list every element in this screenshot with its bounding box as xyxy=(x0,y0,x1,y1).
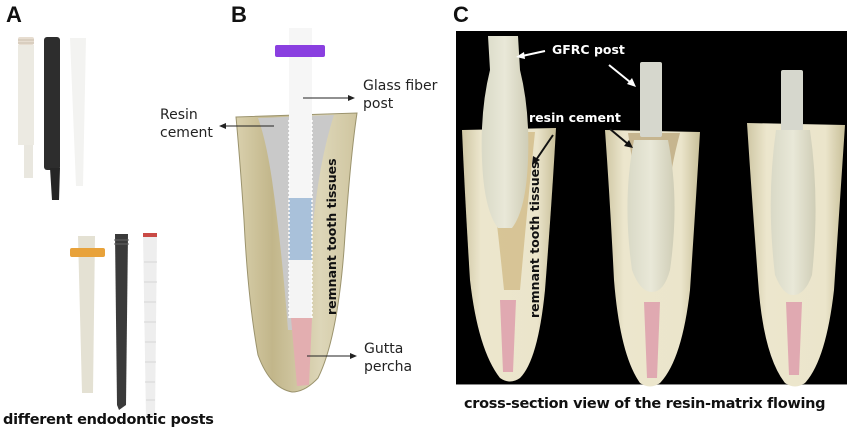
red-cap xyxy=(143,233,157,237)
label-glass-fiber-post: Glass fiber post xyxy=(363,77,437,113)
arrow-gutta-percha xyxy=(307,353,357,359)
purple-stopper xyxy=(275,45,325,57)
tooth-specimen-1 xyxy=(462,36,556,382)
glass-fiber-post xyxy=(289,28,312,198)
black-serrated-post xyxy=(114,234,129,410)
panel-a-caption: different endodontic posts xyxy=(3,412,214,428)
label-resin-cement-line2: cement xyxy=(160,125,213,141)
arrow-glass-fiber-post xyxy=(303,95,355,101)
panel-b-letter: B xyxy=(231,2,247,27)
arrow-resin-cement xyxy=(219,123,274,129)
orange-stopper xyxy=(70,248,105,257)
gutta-percha xyxy=(291,318,312,386)
label-glass-fiber-line2: post xyxy=(363,96,394,112)
white-stepped-post xyxy=(143,233,157,418)
label-c-remnant-tooth-tissues: remnant tooth tissues xyxy=(527,161,542,318)
label-gutta-line2: percha xyxy=(364,359,413,375)
label-gfrc-post: GFRC post xyxy=(552,42,625,57)
arrow-resin-cement-1 xyxy=(532,134,554,165)
panel-c-caption: cross-section view of the resin-matrix f… xyxy=(464,396,826,412)
panel-c-letter: C xyxy=(453,2,469,27)
label-glass-fiber-line1: Glass fiber xyxy=(363,78,438,94)
panel-a-posts-illustration xyxy=(18,37,157,418)
label-c-resin-cement: resin cement xyxy=(529,110,621,125)
arrow-gfrc-post-1 xyxy=(516,50,546,59)
ivory-stepped-post xyxy=(18,37,34,178)
label-gutta-line1: Gutta xyxy=(364,341,404,357)
panel-a-letter: A xyxy=(6,2,22,27)
ivory-tapered-post-with-stopper xyxy=(70,236,105,393)
black-carbon-post xyxy=(44,37,60,200)
arrow-resin-cement-2 xyxy=(609,128,633,148)
label-resin-cement: Resin cement xyxy=(160,106,213,142)
tooth-specimen-3 xyxy=(747,70,845,387)
arrow-gfrc-post-2 xyxy=(608,64,636,87)
post-blue-section xyxy=(289,198,312,260)
label-resin-cement-line1: Resin xyxy=(160,107,198,123)
white-tapered-post xyxy=(70,38,86,186)
label-gutta-percha: Gutta percha xyxy=(364,340,412,376)
tooth-specimen-2 xyxy=(605,62,700,387)
